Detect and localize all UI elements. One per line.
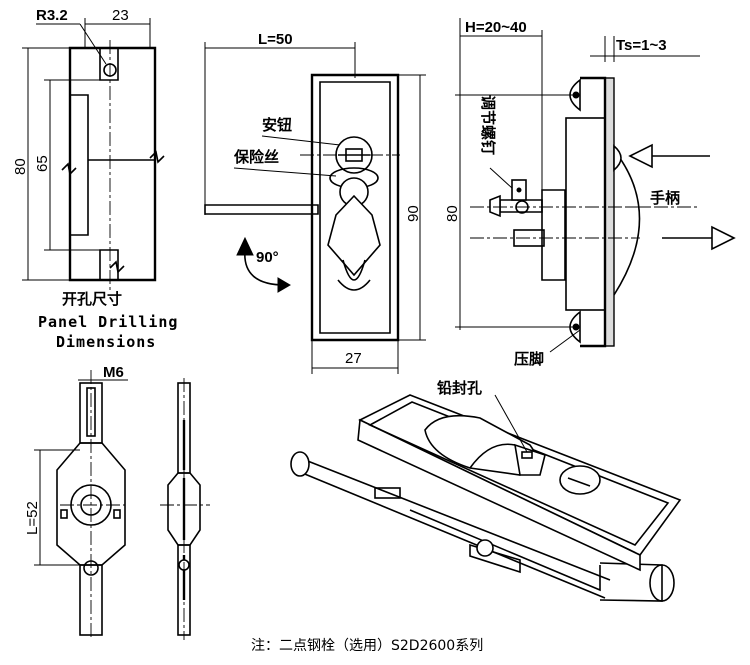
dim-side-height: 80 [444, 205, 461, 222]
rod-front-view: M6 L=52 [24, 364, 128, 640]
iso-pawl [469, 543, 521, 574]
label-press-foot: 压脚 [514, 351, 544, 368]
panel-drilling-title-en-1: Panel Drilling [38, 313, 178, 331]
side-handle-bulge [613, 149, 641, 296]
front-plate-inner [319, 81, 391, 334]
side-panel-plate [604, 77, 615, 347]
label-button-leader [261, 135, 341, 146]
cutout-top-notch [99, 48, 119, 81]
label-adjust-screw-leader [489, 167, 513, 189]
dim-rod-thread: M6 [103, 364, 124, 381]
rod-side-view [160, 378, 210, 640]
label-handle: 手柄 [650, 189, 680, 207]
iso-rod-top [299, 457, 611, 581]
dim-front-width: 27 [345, 350, 362, 367]
rod-bottom-pin [83, 560, 99, 576]
side-screw-tip [489, 194, 501, 218]
side-handle-button [613, 144, 622, 172]
dim-side-h: H=20~40 [465, 19, 527, 36]
iso-press-foot [476, 539, 494, 557]
label-seal-hole-leader [494, 394, 528, 453]
rotation-arc [244, 249, 286, 286]
panel-drilling-title-en-2: Dimensions [56, 333, 156, 351]
iso-handle-edge [469, 443, 516, 469]
label-adjust-screw: 调节螺钉 [479, 95, 497, 155]
rotation-label: 90° [256, 249, 279, 266]
iso-base-plate-side [357, 418, 641, 572]
rod-right-tab [113, 509, 121, 519]
iso-lower-body [409, 509, 601, 592]
dim-front-length: L=50 [258, 31, 293, 48]
rod-bottom [79, 564, 103, 636]
pull-arrow-head [711, 225, 736, 251]
iso-bracket-left [374, 487, 401, 499]
dim-panel-width: 23 [112, 7, 129, 24]
iso-lock-slot [567, 477, 591, 487]
push-arrow-head [628, 143, 653, 169]
rod-left-tab [60, 509, 68, 519]
label-adjust-screw-group: 调节螺钉 [479, 95, 497, 155]
label-safety-wire-leader [233, 167, 337, 177]
cutout-outline [68, 46, 157, 282]
rotation-arrow-tail [277, 277, 291, 293]
rotation-arrow-head [236, 236, 254, 256]
side-pawl [541, 189, 566, 281]
cutout-bottom-notch [99, 249, 119, 280]
side-view: H=20~40 Ts=1~3 80 调节螺 [444, 18, 736, 368]
label-safety-wire: 保险丝 [233, 148, 279, 166]
label-press-foot-leader [549, 329, 581, 353]
break-mark-left [61, 162, 77, 176]
cutout-side-notch [70, 94, 89, 236]
dim-panel-height-outer: 80 [12, 158, 29, 175]
front-handle-grip [342, 259, 366, 281]
front-handle-lever [327, 194, 381, 277]
label-seal-hole: 铅封孔 [437, 379, 482, 397]
dim-side-ts: Ts=1~3 [616, 37, 667, 54]
side-body [565, 117, 606, 311]
front-handle-base [337, 279, 371, 291]
panel-drilling-title-cn: 开孔尺寸 [62, 290, 122, 308]
radius-leader [79, 23, 107, 65]
panel-drilling-view: 23 R3.2 80 65 开孔尺寸 Panel Drilling Dimens… [12, 7, 178, 351]
folded-handle [204, 204, 319, 215]
front-view: L=50 90 27 安钮 保险丝 90 [204, 31, 426, 374]
iso-rod-end-left [290, 451, 310, 477]
dim-front-height: 90 [405, 205, 422, 222]
iso-rod-bottom [294, 469, 606, 599]
footer-note: 注：二点钢栓（选用）S2D2600系列 [251, 638, 483, 654]
iso-lock-knob [559, 465, 601, 495]
iso-view: 铅封孔 [290, 379, 682, 602]
label-button: 安钮 [262, 116, 292, 134]
break-mark-bottom [109, 260, 125, 274]
dim-rod-length: L=52 [24, 501, 41, 535]
side-nut-dot [516, 187, 522, 193]
iso-seal-tab [521, 451, 533, 459]
break-mark-right [149, 150, 165, 164]
dim-panel-height-inner: 65 [34, 155, 51, 172]
iso-plate-inner [368, 401, 670, 546]
dim-panel-radius: R3.2 [36, 7, 68, 24]
